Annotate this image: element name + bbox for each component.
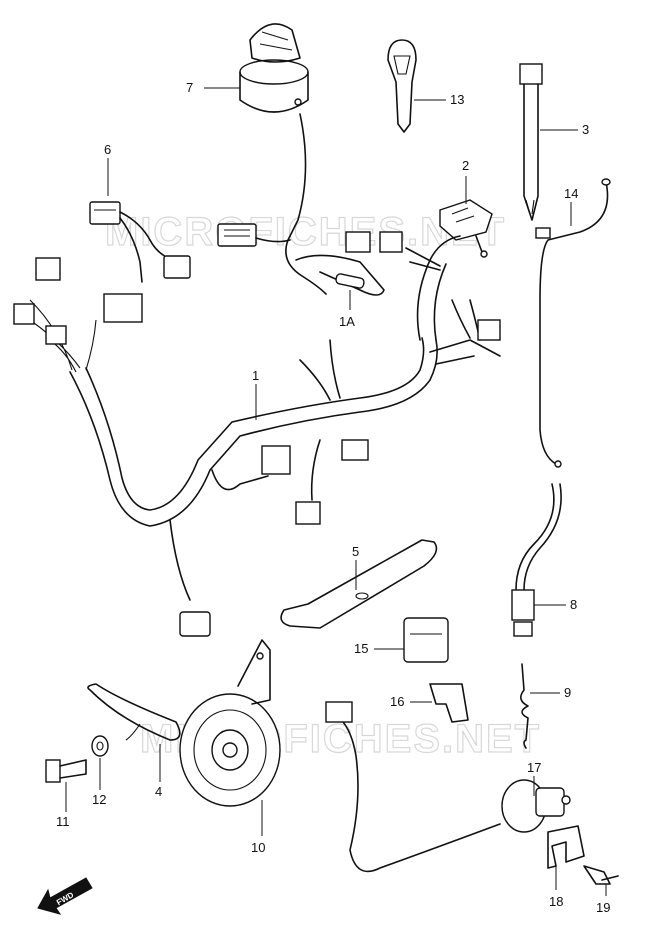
wire-band-part-4 [87,683,181,741]
wiring-harness-part-1 [13,231,501,637]
washer-part-12 [91,735,109,757]
relay-part-15 [403,617,449,663]
relay-bracket-part-16 [429,683,469,723]
callout-10: 10 [251,840,265,855]
spring-part-9 [520,663,529,749]
switch-bracket-part-18 [547,825,585,869]
connector-part-2 [439,199,493,258]
bolt-part-11 [45,759,87,783]
callout-1a: 1A [339,314,355,329]
band-part-3 [519,63,543,221]
ground-lead-part-14 [535,178,611,468]
horn-part-10 [179,639,281,807]
callout-4: 4 [155,784,162,799]
callout-9: 9 [564,685,571,700]
callout-8: 8 [570,597,577,612]
callout-13: 13 [450,92,464,107]
callout-18: 18 [549,894,563,909]
callout-2: 2 [462,158,469,173]
ignition-switch-part-7 [217,23,327,295]
callout-1: 1 [252,368,259,383]
callout-17: 17 [527,760,541,775]
callout-11: 11 [56,814,70,829]
switch-part-17 [325,701,571,873]
forward-direction-arrow-icon: FWD [37,877,93,915]
callout-14: 14 [564,186,578,201]
switch-lead-part-8 [511,483,562,637]
connector-part-6 [89,201,191,283]
callout-15: 15 [354,641,368,656]
callout-5: 5 [352,544,359,559]
callout-3: 3 [582,122,589,137]
callout-16: 16 [390,694,404,709]
callout-7: 7 [186,80,193,95]
callout-19: 19 [596,900,610,915]
callout-12: 12 [92,792,106,807]
fuse-part-1a [335,273,365,289]
screw-part-19 [583,865,619,885]
key-part-13 [387,39,417,133]
bracket-part-5 [280,539,438,629]
callout-6: 6 [104,142,111,157]
